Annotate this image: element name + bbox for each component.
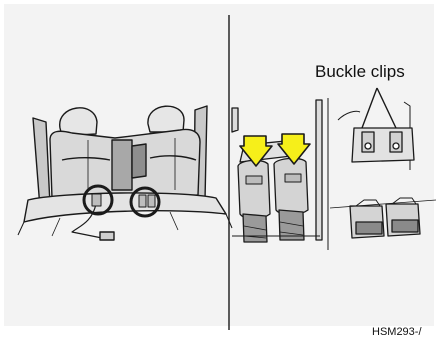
figure-code: HSM293-/ bbox=[372, 326, 437, 338]
buckle-clips-label: Buckle clips bbox=[315, 62, 437, 82]
